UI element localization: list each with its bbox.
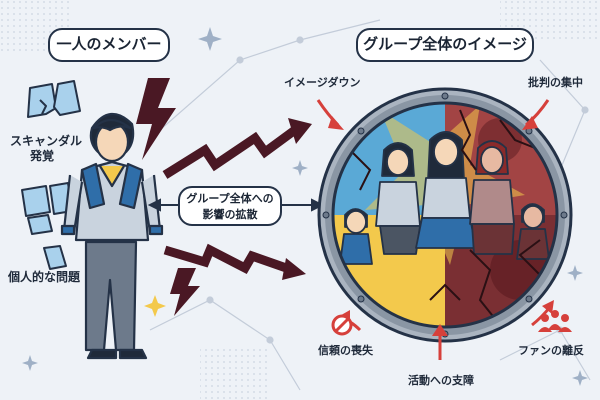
impact-line-2: 影響の拡散 bbox=[202, 208, 258, 221]
image-down-label: イメージダウン bbox=[284, 76, 361, 89]
sparkle-icon bbox=[22, 27, 588, 386]
lightning-icon bbox=[136, 78, 200, 316]
member-figure bbox=[60, 112, 164, 360]
background-network bbox=[149, 19, 591, 391]
arrow-head bbox=[282, 118, 312, 280]
broken-paper-icon bbox=[21, 80, 81, 270]
no-entry-icon bbox=[331, 314, 353, 336]
group-image-mirror bbox=[317, 87, 573, 343]
star-icon bbox=[144, 295, 166, 317]
scandal-label: スキャンダル 発覚 bbox=[10, 134, 83, 163]
impact-arrows bbox=[162, 126, 298, 275]
loss-trust-label: 信頼の喪失 bbox=[318, 344, 373, 357]
crack-icon bbox=[349, 109, 546, 326]
impact-line-1: グループ全体への bbox=[186, 192, 274, 205]
member-title: 一人のメンバー bbox=[48, 28, 170, 62]
fan-leave-label: ファンの離反 bbox=[518, 344, 584, 357]
personal-issue-label: 個人的な問題 bbox=[8, 270, 81, 284]
group-image-title: グループ全体のイメージ bbox=[356, 28, 534, 62]
activity-hindrance-label: 活動への支障 bbox=[408, 374, 474, 387]
people-icon bbox=[538, 310, 572, 332]
criticism-label: 批判の集中 bbox=[528, 76, 583, 89]
group-members bbox=[339, 131, 550, 265]
arrow-connector bbox=[147, 198, 325, 212]
dot-pattern-decoration bbox=[200, 345, 270, 400]
impact-spread-box: グループ全体への 影響の拡散 bbox=[178, 186, 282, 226]
